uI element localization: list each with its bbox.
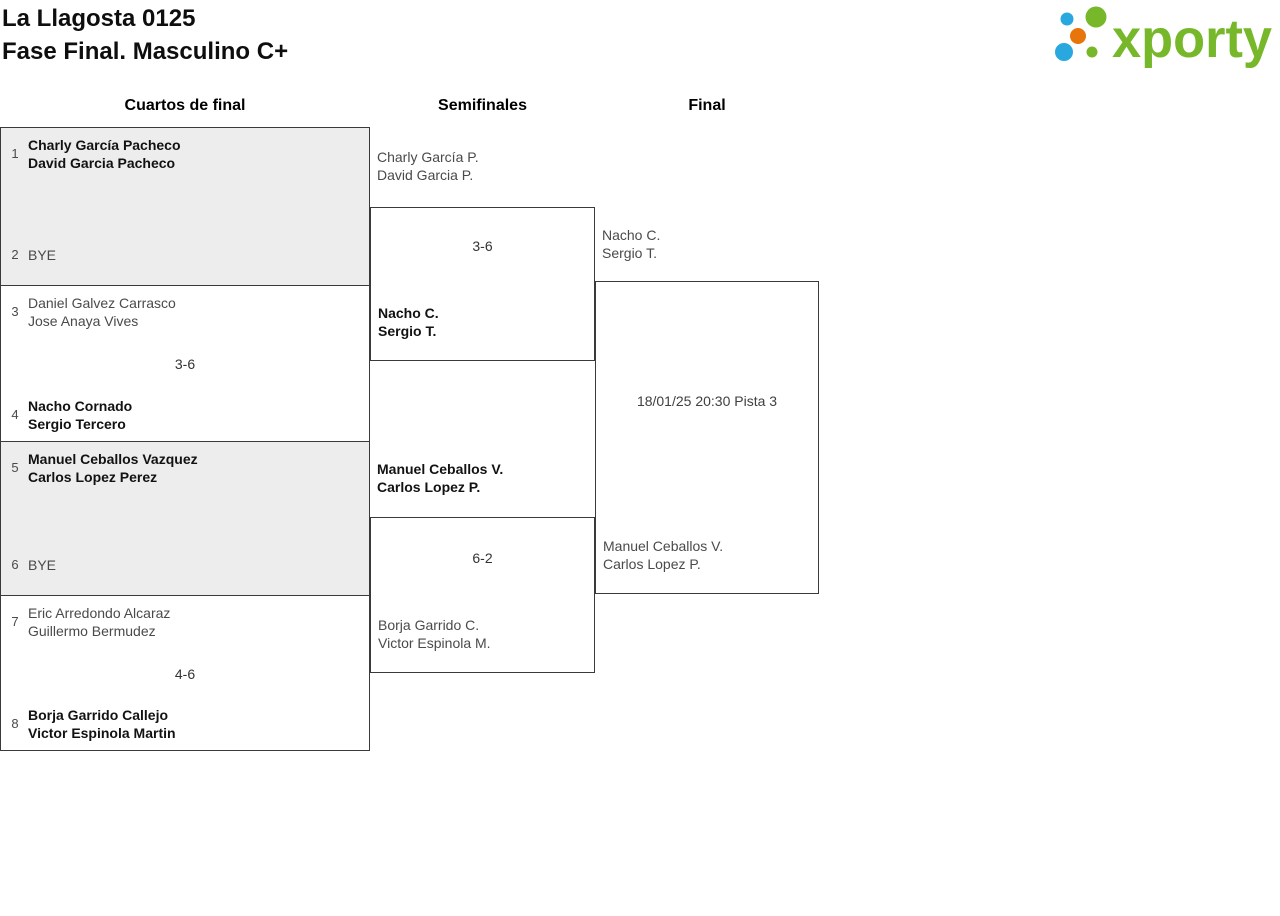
seed-number: 3 — [11, 304, 19, 319]
player-name: BYE — [28, 247, 57, 263]
player-name: Nacho C. — [378, 305, 439, 321]
seed-number: 7 — [11, 614, 19, 629]
player-name: David Garcia Pacheco — [28, 155, 176, 171]
logo-wordmark: xporty — [1112, 9, 1272, 69]
logo-dot-orange — [1070, 28, 1086, 44]
player-name: Manuel Ceballos Vazquez — [28, 451, 198, 467]
match-qf-3[interactable]: 5 Manuel Ceballos Vazquez Carlos Lopez P… — [0, 441, 370, 596]
team-names: Borja Garrido Callejo Victor Espinola Ma… — [28, 706, 176, 742]
match-score: 3-6 — [174, 356, 196, 372]
match-sf-1[interactable]: 3-6 Nacho C. Sergio T. — [370, 207, 595, 361]
final-team1: Nacho C. Sergio T. — [602, 226, 660, 262]
team-names: Eric Arredondo Alcaraz Guillermo Bermude… — [28, 604, 170, 640]
match-sf-2[interactable]: 6-2 Borja Garrido C. Victor Espinola M. — [370, 517, 595, 673]
player-name: BYE — [28, 557, 57, 573]
team-names: Manuel Ceballos Vazquez Carlos Lopez Per… — [28, 450, 198, 486]
team-row: 5 Manuel Ceballos Vazquez Carlos Lopez P… — [7, 450, 198, 486]
team-row: 6 BYE — [7, 556, 56, 574]
seed-number: 1 — [11, 146, 19, 161]
team-names: Daniel Galvez Carrasco Jose Anaya Vives — [28, 294, 176, 330]
team-row: 4 Nacho Cornado Sergio Tercero — [7, 397, 132, 433]
player-name: Borja Garrido C. — [378, 617, 480, 633]
round-header-cuartos: Cuartos de final — [124, 97, 246, 114]
team-names: BYE — [28, 246, 56, 264]
category-subtitle: Fase Final. Masculino C+ — [2, 38, 289, 65]
match-qf-1[interactable]: 1 Charly García Pacheco David Garcia Pac… — [0, 127, 370, 286]
match-score: 3-6 — [472, 238, 493, 254]
player-name: Jose Anaya Vives — [28, 313, 139, 329]
sf1-team2: Nacho C. Sergio T. — [378, 304, 439, 340]
team-row: 1 Charly García Pacheco David Garcia Pac… — [7, 136, 181, 172]
player-name: Carlos Lopez P. — [377, 479, 481, 495]
player-name: Manuel Ceballos V. — [603, 538, 724, 554]
logo-dot-blue-small — [1060, 12, 1074, 26]
seed-number: 5 — [11, 460, 19, 475]
player-name: Daniel Galvez Carrasco — [28, 295, 176, 311]
seed-number: 8 — [11, 716, 19, 731]
team-row: 3 Daniel Galvez Carrasco Jose Anaya Vive… — [7, 294, 176, 330]
team-row: 2 BYE — [7, 246, 56, 264]
player-name: Charly García Pacheco — [28, 137, 181, 153]
player-name: Sergio T. — [602, 245, 657, 261]
player-name: David Garcia P. — [377, 167, 474, 183]
seed-number: 2 — [11, 247, 19, 262]
seed-number: 6 — [11, 557, 19, 572]
team-names: Nacho Cornado Sergio Tercero — [28, 397, 132, 433]
player-name: Guillermo Bermudez — [28, 623, 156, 639]
logo-dot-blue-big — [1055, 43, 1073, 61]
player-name: Nacho Cornado — [28, 398, 133, 414]
team-names: BYE — [28, 556, 56, 574]
team-names: Charly García Pacheco David Garcia Pache… — [28, 136, 181, 172]
match-qf-2[interactable]: 3 Daniel Galvez Carrasco Jose Anaya Vive… — [0, 285, 370, 442]
sf2-team1: Manuel Ceballos V. Carlos Lopez P. — [377, 460, 503, 496]
seed-number: 4 — [11, 407, 19, 422]
match-final[interactable]: 18/01/25 20:30 Pista 3 Manuel Ceballos V… — [595, 281, 819, 594]
player-name: Manuel Ceballos V. — [377, 461, 504, 477]
player-name: Victor Espinola Martin — [28, 725, 176, 741]
sf2-team2: Borja Garrido C. Victor Espinola M. — [378, 616, 491, 652]
logo-dot-green-big — [1085, 6, 1107, 28]
player-name: Charly García P. — [377, 149, 479, 165]
tournament-title: La Llagosta 0125 — [2, 5, 196, 32]
match-score: 4-6 — [174, 666, 196, 682]
final-team2: Manuel Ceballos V. Carlos Lopez P. — [603, 537, 723, 573]
page-title: La Llagosta 0125 Fase Final. Masculino C… — [2, 2, 288, 68]
match-schedule: 18/01/25 20:30 Pista 3 — [636, 393, 778, 409]
player-name: Sergio T. — [378, 323, 437, 339]
player-name: Carlos Lopez Perez — [28, 469, 158, 485]
player-name: Nacho C. — [602, 227, 661, 243]
match-qf-4[interactable]: 7 Eric Arredondo Alcaraz Guillermo Bermu… — [0, 595, 370, 751]
xporty-logo[interactable]: xporty — [1046, 2, 1276, 72]
player-name: Victor Espinola M. — [378, 635, 491, 651]
logo-dot-green-small — [1086, 46, 1098, 58]
sf1-team1: Charly García P. David Garcia P. — [377, 148, 479, 184]
player-name: Sergio Tercero — [28, 416, 126, 432]
round-header-final: Final — [688, 97, 726, 114]
player-name: Carlos Lopez P. — [603, 556, 701, 572]
player-name: Borja Garrido Callejo — [28, 707, 169, 723]
match-score: 6-2 — [472, 550, 493, 566]
player-name: Eric Arredondo Alcaraz — [28, 605, 171, 621]
round-header-semifinales: Semifinales — [438, 97, 527, 114]
team-row: 8 Borja Garrido Callejo Victor Espinola … — [7, 706, 176, 742]
team-row: 7 Eric Arredondo Alcaraz Guillermo Bermu… — [7, 604, 170, 640]
